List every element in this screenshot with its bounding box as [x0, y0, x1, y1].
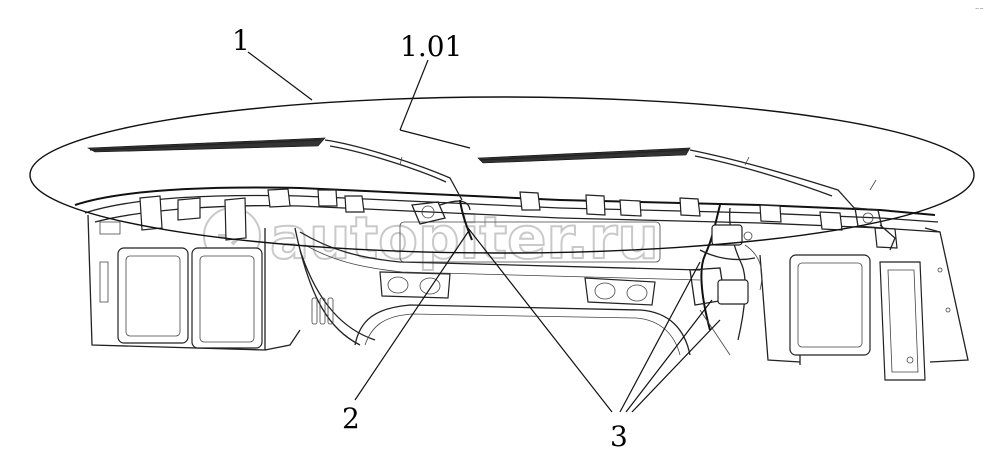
wiper-left	[86, 137, 463, 201]
wiper-motor-left	[411, 199, 473, 241]
callout-3: 3	[610, 420, 628, 453]
corner-mark: --	[975, 1, 984, 15]
lamp-housing-right	[584, 277, 656, 306]
wiper-motor-right	[854, 207, 896, 251]
callout-ellipse-1	[29, 96, 975, 254]
rail-brackets	[139, 188, 898, 249]
cab-back-panel	[87, 214, 969, 381]
upper-rail	[74, 186, 941, 249]
leader-lines	[247, 51, 721, 413]
callout-1-01: 1.01	[400, 30, 462, 63]
vent-slots	[311, 297, 334, 325]
harness-bundle	[689, 204, 763, 356]
lamp-housing-left	[379, 271, 451, 299]
wiper-right	[477, 147, 877, 211]
callout-2: 2	[342, 402, 360, 435]
callout-1: 1	[232, 24, 250, 57]
